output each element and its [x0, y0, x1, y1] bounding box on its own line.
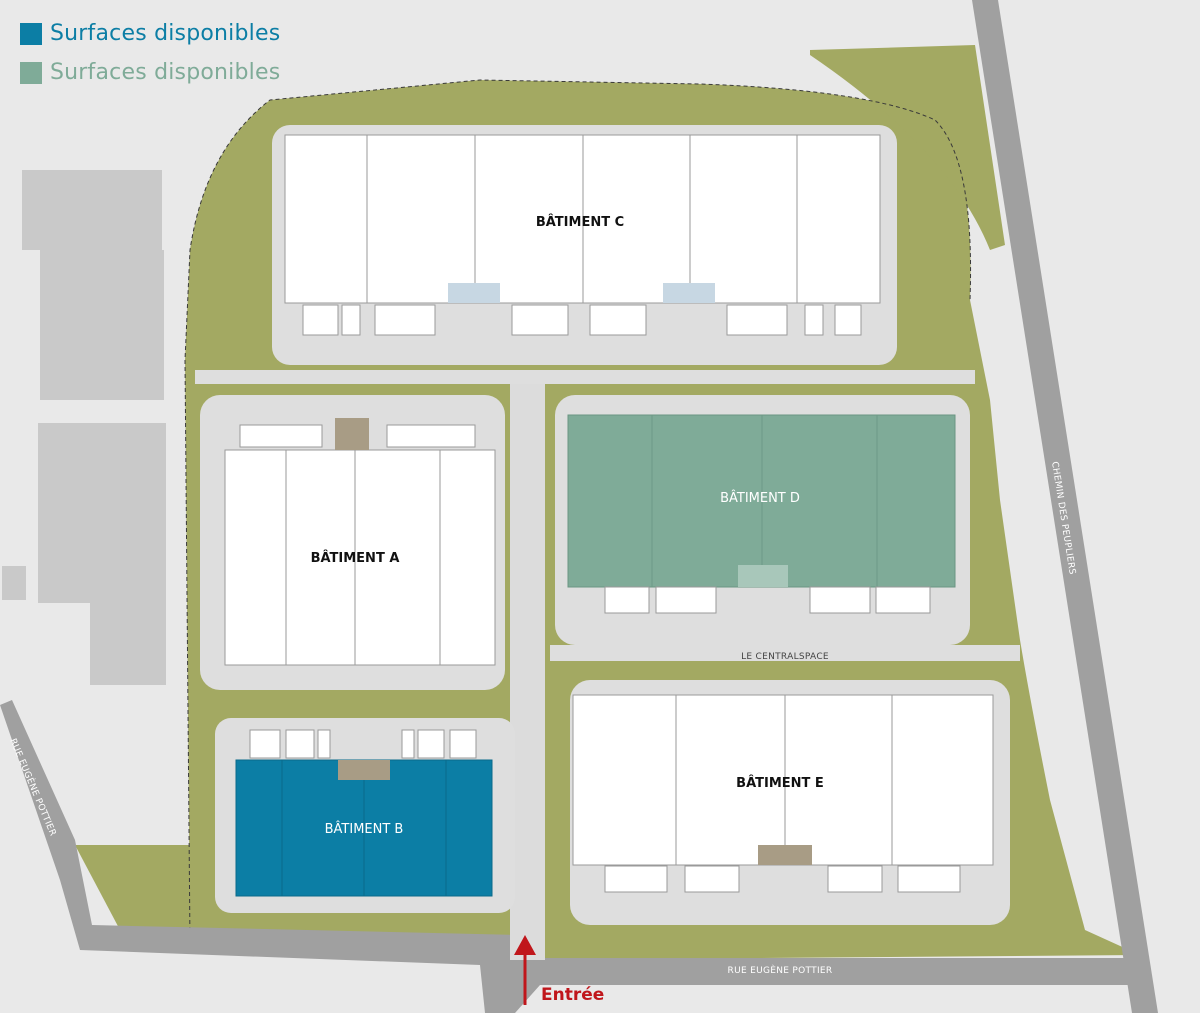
label-building-d: BÂTIMENT D: [720, 490, 800, 506]
office-d: [738, 565, 788, 587]
office-c-1: [448, 283, 500, 303]
neighbour-building: [90, 600, 166, 685]
legend-label-blue: Surfaces disponibles: [50, 21, 281, 46]
office-b: [338, 760, 390, 780]
building-c-dividers: [366, 135, 798, 303]
legend-item-blue: Surfaces disponibles: [20, 21, 280, 46]
legend-label-green: Surfaces disponibles: [50, 60, 281, 85]
neighbour-building: [40, 250, 164, 400]
road-internal-north: [195, 370, 975, 384]
green-zone-north-east: [810, 45, 1005, 250]
building-e: [572, 694, 994, 866]
office-a: [335, 418, 369, 450]
office-e: [758, 845, 812, 865]
label-rue-eugene-pottier-south: RUE EUGÈNE POTTIER: [728, 964, 833, 976]
office-c-2: [663, 283, 715, 303]
neighbour-building: [38, 423, 166, 603]
legend-swatch-blue: [20, 22, 42, 45]
legend-item-green: Surfaces disponibles: [20, 60, 280, 85]
green-zone-south-west: [75, 845, 190, 930]
label-entree: Entrée: [541, 985, 604, 1005]
building-d-dividers: [651, 415, 878, 587]
building-a-dividers: [285, 450, 441, 665]
road-chemin-des-peupliers: [972, 0, 1158, 1013]
legend-swatch-green: [20, 61, 42, 84]
label-building-c: BÂTIMENT C: [536, 214, 624, 230]
neighbour-building: [22, 170, 162, 250]
label-rue-eugene-pottier-west: RUE EUGÈNE POTTIER: [7, 736, 59, 837]
building-b-dividers: [281, 760, 447, 896]
site-boundary: [184, 79, 972, 946]
road-centralspace: [550, 645, 1020, 661]
label-building-a: BÂTIMENT A: [311, 550, 400, 566]
label-building-e: BÂTIMENT E: [736, 775, 824, 791]
label-building-b: BÂTIMENT B: [325, 821, 404, 837]
neighbour-building: [2, 566, 26, 600]
building-e-dividers: [675, 695, 893, 865]
label-chemin-des-peupliers: CHEMIN DES PEUPLIERS: [1049, 461, 1077, 576]
label-le-centralspace: LE CENTRALSPACE: [741, 652, 829, 662]
loading-docks: [239, 304, 961, 893]
building-a: [224, 449, 496, 666]
entrance-arrow-head: [514, 935, 536, 955]
road-internal-vertical: [510, 370, 545, 960]
road-rue-eugene-pottier-west: [0, 700, 1138, 1013]
